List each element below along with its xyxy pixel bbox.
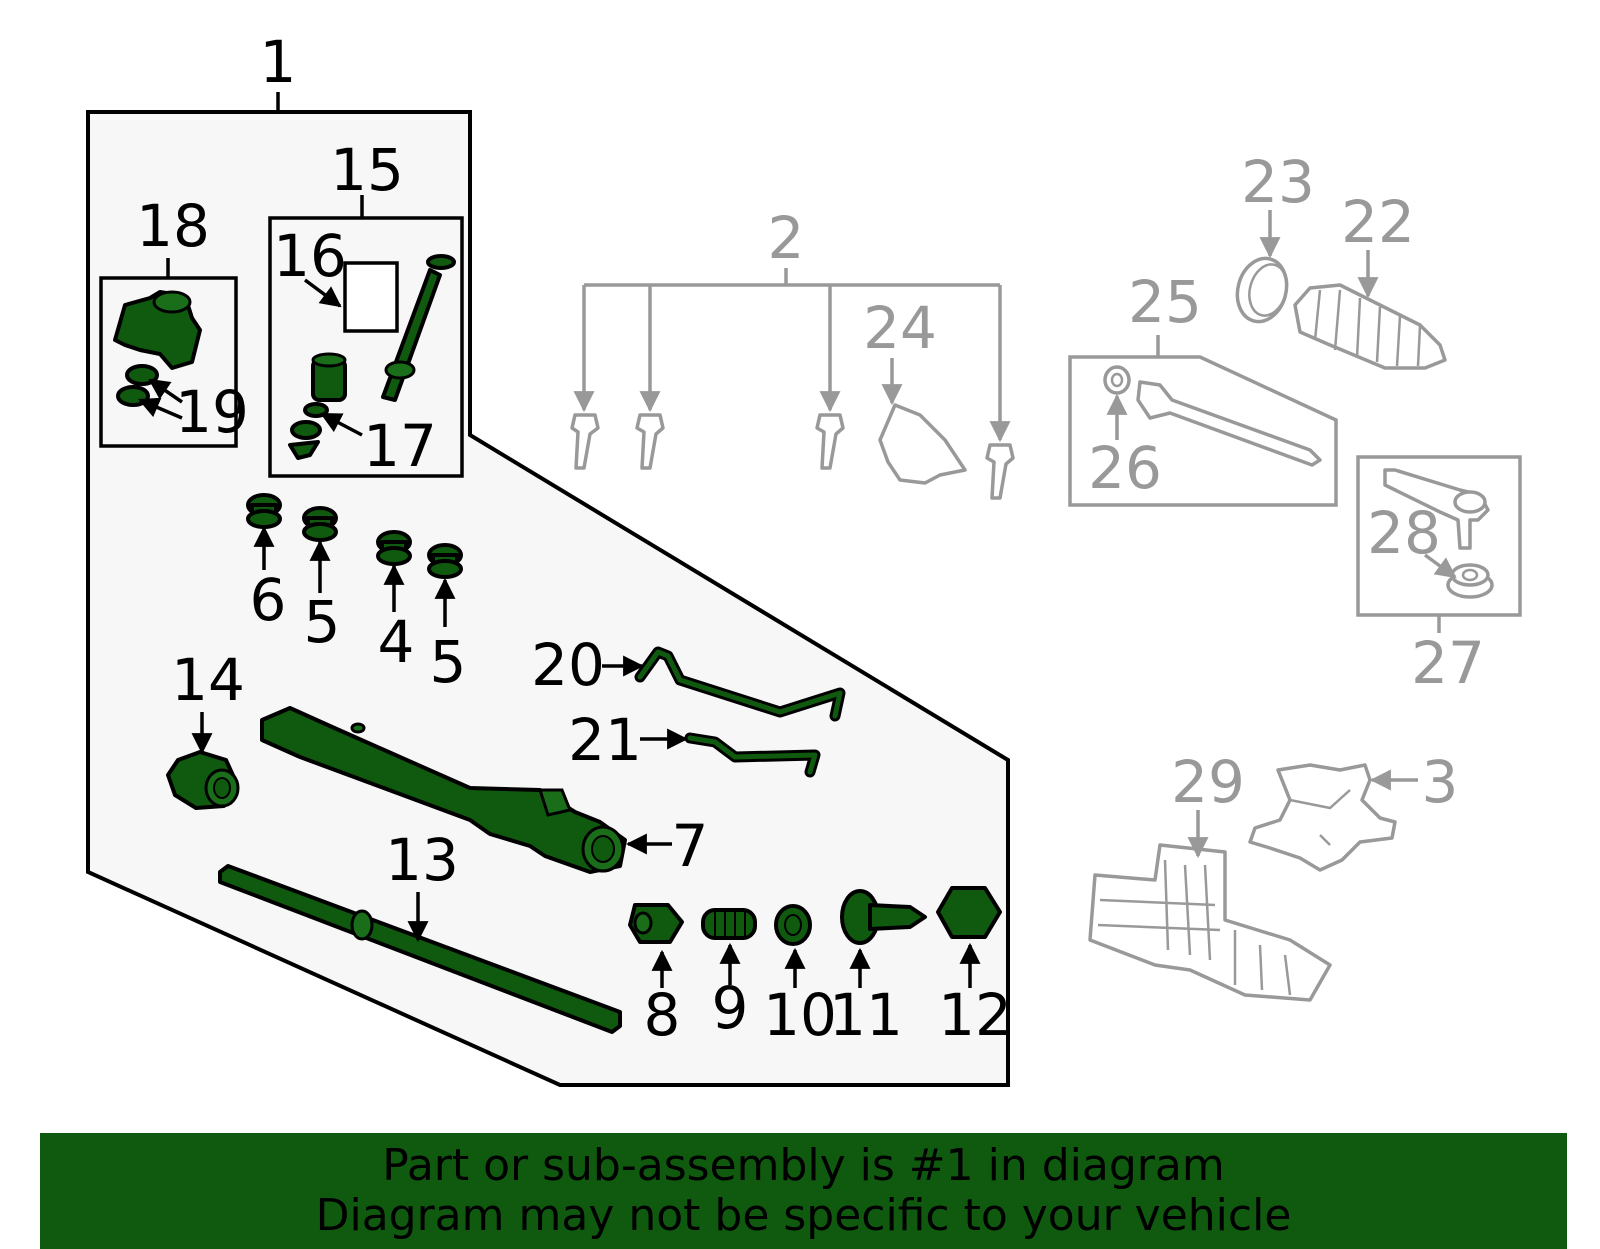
steering-rack-part-13[interactable] [218,864,622,1034]
callout-14: 14 [171,646,245,714]
o-ring-part-10[interactable] [774,904,812,946]
callout-2: 2 [768,204,805,272]
adjuster-screw-part-11[interactable] [840,889,927,945]
bracket-part-24[interactable] [878,403,967,485]
washer-part-26[interactable] [1103,365,1131,395]
callout-25: 25 [1128,268,1202,336]
callout-23: 23 [1241,148,1315,216]
callout-10: 10 [763,981,837,1049]
bushing-part-5b[interactable] [427,543,463,579]
callout-1: 1 [260,28,297,96]
bolt-bracket-2 [573,268,1011,443]
subassembly-box-25 [1068,355,1338,507]
bushing-part-17[interactable] [288,352,347,460]
callout-29: 29 [1171,748,1245,816]
bushing-part-5a[interactable] [302,506,338,542]
callout-27: 27 [1411,629,1485,697]
nut-part-28[interactable] [1446,563,1494,599]
banner-line-1: Part or sub-assembly is #1 in diagram [382,1140,1225,1191]
bracket-part-3[interactable] [1248,763,1397,872]
callout-22: 22 [1341,188,1415,256]
callout-9: 9 [712,974,749,1042]
bolt-part-2b[interactable] [635,413,665,470]
callout-7: 7 [672,812,709,880]
bolt-part-2c[interactable] [815,413,845,470]
spring-part-9[interactable] [701,908,757,940]
tie-rod-end-part-27[interactable] [1383,468,1490,550]
subassembly-box-15 [268,216,464,478]
pinion-shaft-part[interactable] [381,254,456,402]
callout-19: 19 [175,378,249,446]
bolt-part-2a[interactable] [570,413,600,470]
callout-15: 15 [330,136,404,204]
callout-5a: 5 [304,588,341,656]
rack-housing-part-7[interactable] [260,706,627,874]
callout-20: 20 [531,631,605,699]
callout-6: 6 [250,566,287,634]
lock-nut-part-12[interactable] [936,886,1002,939]
return-pipe-part-21[interactable] [684,732,821,778]
tie-rod-part-25[interactable] [1136,380,1322,467]
callout-8: 8 [644,981,681,1049]
bushing-part-4[interactable] [376,530,412,566]
callout-4: 4 [378,608,415,676]
callout-18: 18 [136,192,210,260]
banner-line-2: Diagram may not be specific to your vehi… [315,1190,1292,1241]
sleeve-part-8[interactable] [628,903,684,944]
feed-pipe-part-20[interactable] [634,646,846,722]
valve-housing-part[interactable] [113,290,202,370]
callout-11: 11 [829,981,903,1049]
callout-24: 24 [863,294,937,362]
callout-26: 26 [1088,434,1162,502]
bolt-part-2d[interactable] [985,443,1015,500]
callout-12: 12 [938,981,1012,1049]
disclaimer-banner: Part or sub-assembly is #1 in diagram Di… [40,1133,1567,1249]
callout-13: 13 [385,826,459,894]
callout-16: 16 [273,222,347,290]
heat-shield-part-29[interactable] [1088,843,1332,1002]
mount-bushing-part-14[interactable] [166,750,240,810]
callout-17: 17 [363,412,437,480]
callout-3: 3 [1422,748,1459,816]
bushing-part-6[interactable] [246,493,282,529]
callout-5b: 5 [430,628,467,696]
callout-21: 21 [568,706,642,774]
clamp-part-23[interactable] [1231,253,1294,327]
boot-part-22[interactable] [1293,283,1447,370]
label-part-16[interactable] [343,261,399,333]
callout-28: 28 [1367,499,1441,567]
